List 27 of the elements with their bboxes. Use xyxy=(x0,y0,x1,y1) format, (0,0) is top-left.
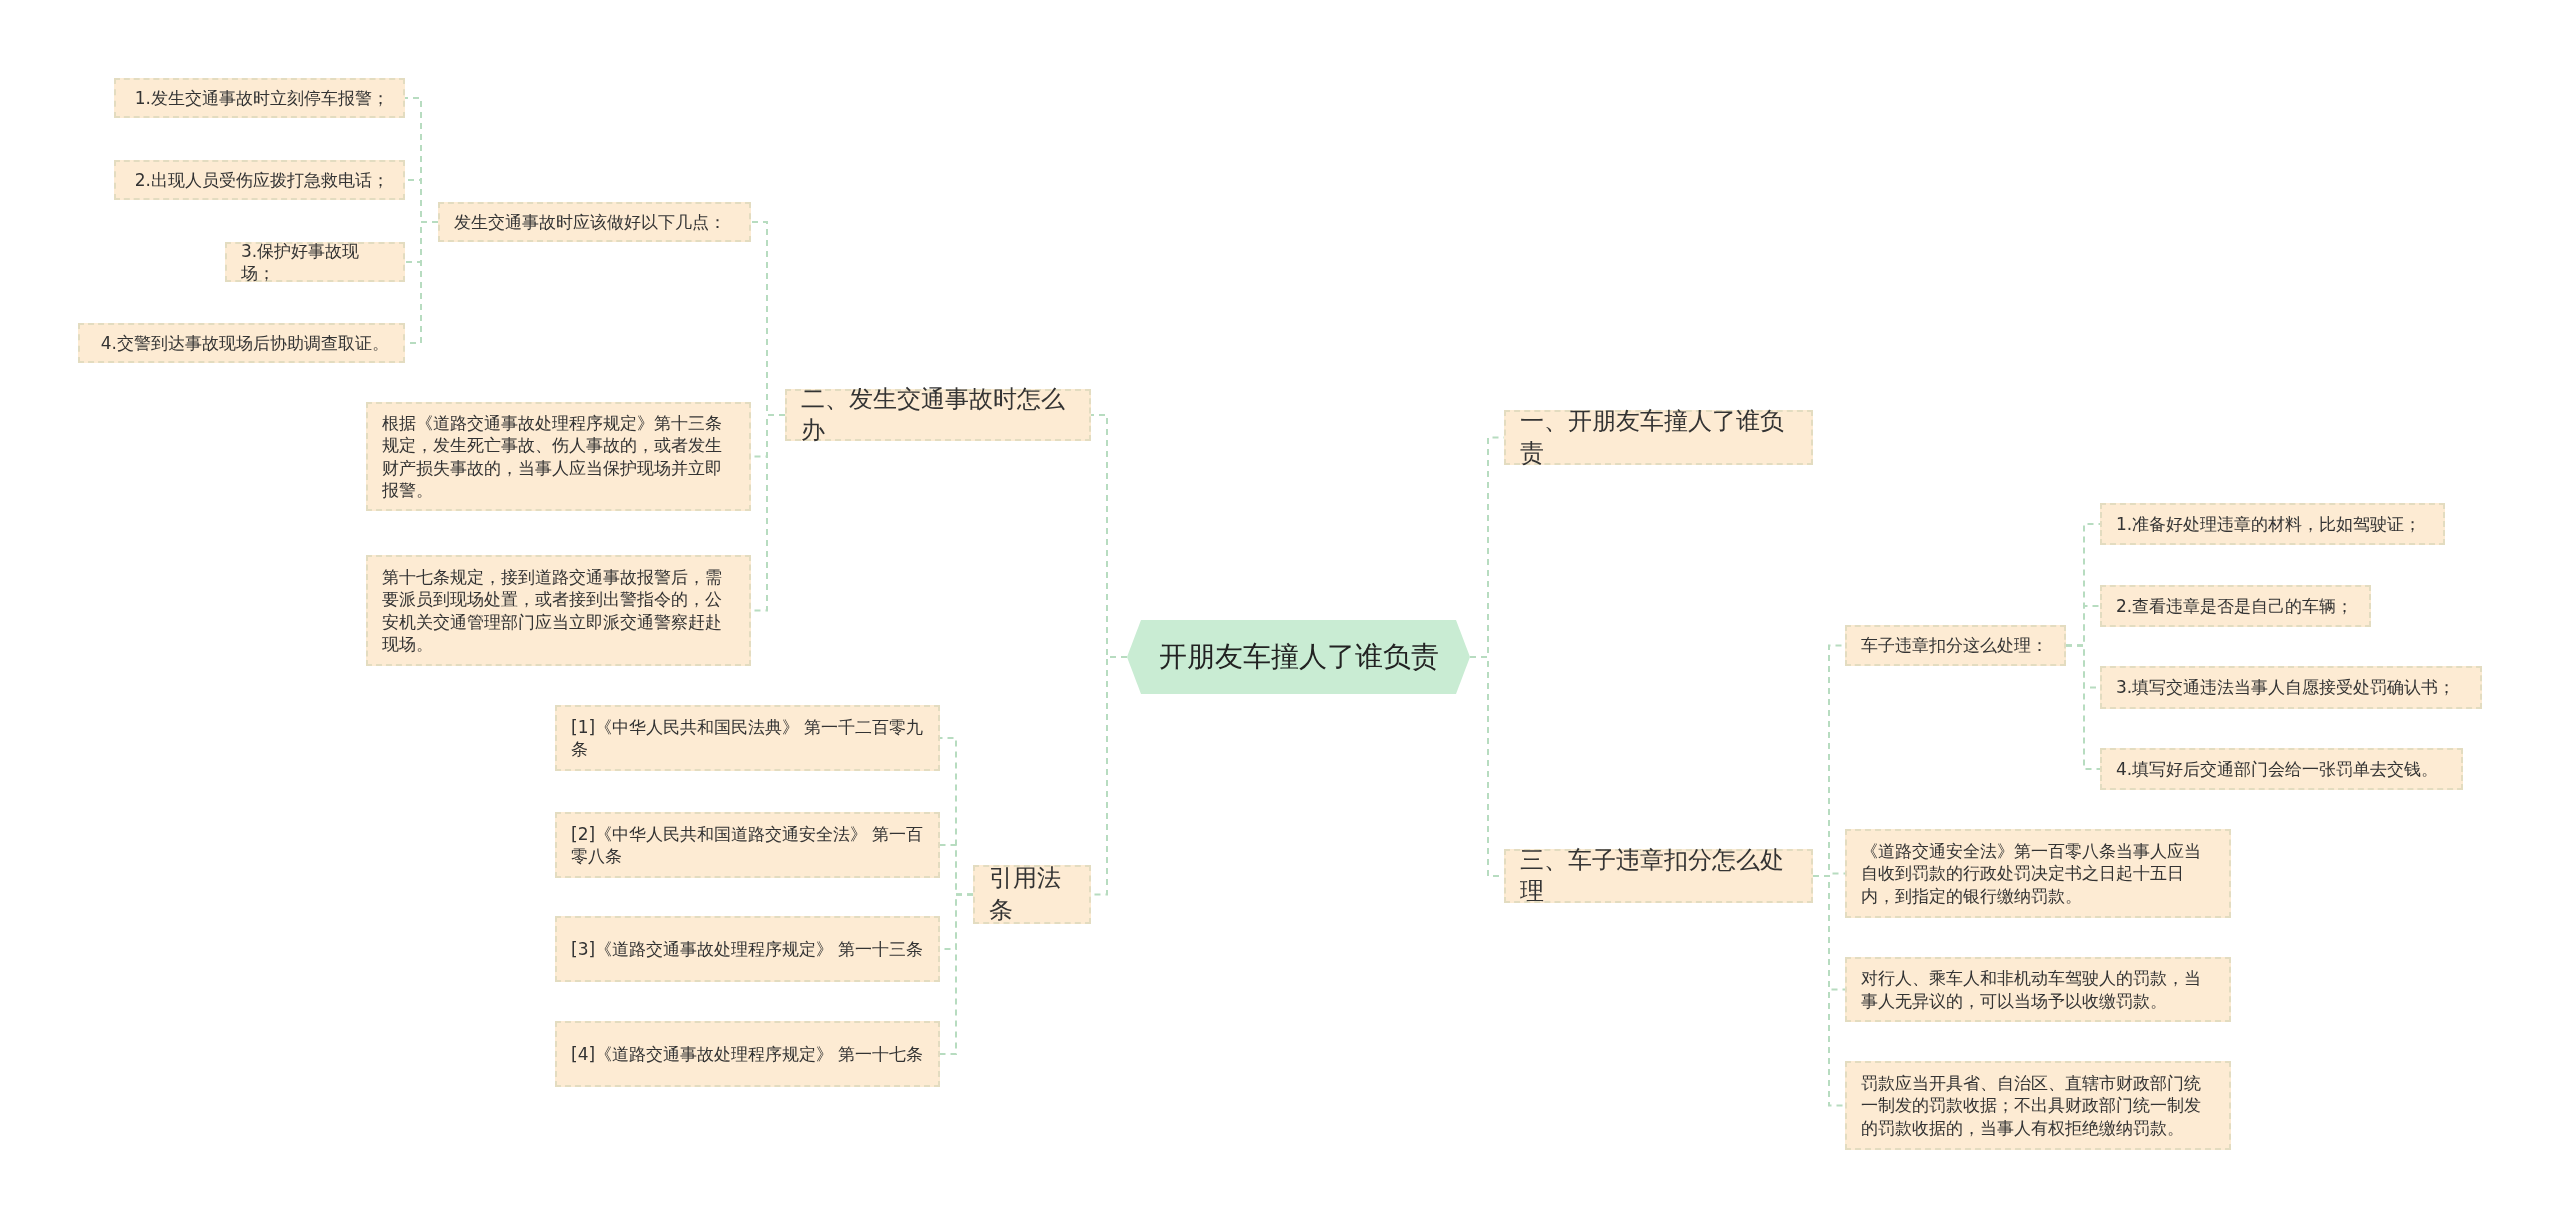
note-box: 对行人、乘车人和非机动车驾驶人的罚款，当事人无异议的，可以当场予以收缴罚款。 xyxy=(1845,957,2231,1022)
topic-box: 引用法条 xyxy=(973,865,1091,924)
item-box: 4.填写好后交通部门会给一张罚单去交钱。 xyxy=(2100,748,2463,790)
item-box: 2.查看违章是否是自己的车辆； xyxy=(2100,585,2371,627)
item-box: 2.出现人员受伤应拨打急救电话； xyxy=(114,160,405,200)
topic-box: 三、车子违章扣分怎么处理 xyxy=(1504,849,1813,903)
reference-box: [1]《中华人民共和国民法典》 第一千二百零九条 xyxy=(555,705,940,771)
connector-line xyxy=(2065,644,2101,770)
item-box: 3.保护好事故现场； xyxy=(225,242,405,282)
topic-box: 一、开朋友车撞人了谁负责 xyxy=(1504,410,1813,465)
note-box: 第十七条规定，接到道路交通事故报警后，需要派员到现场处置，或者接到出警指令的，公安机关交通管理部门应当立即派交通警察赶赴现场。 xyxy=(366,555,751,666)
item-box: 4.交警到达事故现场后协助调查取证。 xyxy=(78,323,405,363)
item-box: 1.发生交通事故时立刻停车报警； xyxy=(114,78,405,118)
connector-line xyxy=(1812,875,1846,1107)
note-box: 根据《道路交通事故处理程序规定》第十三条规定，发生死亡事故、伤人事故的，或者发生财产损失事故的，当事人应当保护现场并立即报警。 xyxy=(366,402,751,511)
topic-box: 二、发生交通事故时怎么办 xyxy=(785,389,1091,441)
item-box: 1.准备好处理违章的材料，比如驾驶证； xyxy=(2100,503,2445,545)
reference-box: [2]《中华人民共和国道路交通安全法》 第一百零八条 xyxy=(555,812,940,878)
note-box: 《道路交通安全法》第一百零八条当事人应当自收到罚款的行政处罚决定书之日起十五日内，到指定的银行缴纳罚款。 xyxy=(1845,829,2231,918)
connector-line xyxy=(939,893,974,1055)
item-box: 3.填写交通违法当事人自愿接受处罚确认书； xyxy=(2100,666,2482,709)
reference-box: [4]《道路交通事故处理程序规定》 第一十七条 xyxy=(555,1021,940,1087)
subtopic-box: 车子违章扣分这么处理： xyxy=(1845,625,2066,666)
reference-box: [3]《道路交通事故处理程序规定》 第一十三条 xyxy=(555,916,940,982)
central-topic: 开朋友车撞人了谁负责 xyxy=(1127,620,1470,694)
subtopic-box: 发生交通事故时应该做好以下几点： xyxy=(438,202,751,242)
note-box: 罚款应当开具省、自治区、直辖市财政部门统一制发的罚款收据；不出具财政部门统一制发的罚款收据的，当事人有权拒绝缴纳罚款。 xyxy=(1845,1061,2231,1150)
